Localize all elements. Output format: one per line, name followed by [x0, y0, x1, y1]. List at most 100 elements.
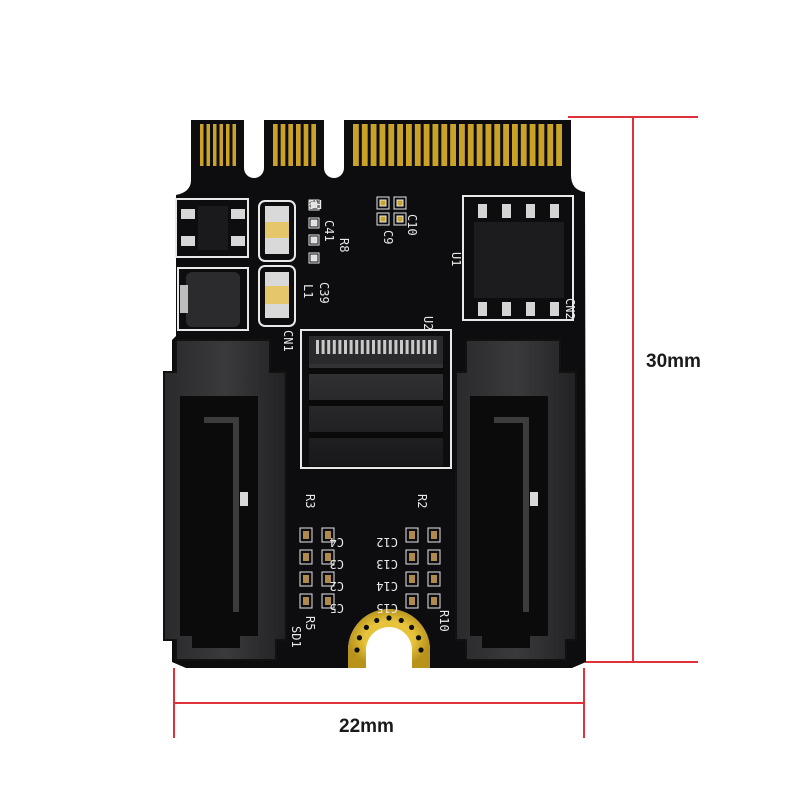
- gold-finger: [414, 124, 421, 166]
- ring-via: [354, 647, 360, 653]
- ring-via: [356, 635, 363, 641]
- smd-pad-outline: [299, 549, 313, 565]
- silk-c5: C5: [330, 601, 344, 615]
- chip-pin: [428, 340, 431, 354]
- chip-pin: [411, 340, 415, 354]
- smd-pad-outline: [321, 571, 335, 587]
- gold-finger: [450, 124, 456, 166]
- silk-c4: C4: [330, 535, 344, 549]
- silk-u2: U2: [421, 316, 435, 330]
- smd-capacitors-lower: [299, 527, 441, 609]
- ring-via: [418, 647, 424, 653]
- gold-finger: [296, 124, 301, 166]
- silk-r5: R5: [303, 616, 317, 630]
- gold-finger: [232, 124, 236, 166]
- silk-c12: C12: [376, 535, 398, 549]
- smd-pad-outline: [427, 593, 441, 609]
- chip-pin: [377, 340, 381, 354]
- gold-finger: [213, 124, 217, 166]
- gold-finger: [547, 124, 554, 166]
- ring-via: [386, 615, 392, 621]
- gold-finger: [280, 124, 286, 166]
- sata-connector-right: [455, 339, 577, 661]
- silk-r3: R3: [303, 494, 317, 508]
- gold-fingers: [200, 124, 562, 166]
- smd-pad-outline: [321, 549, 335, 565]
- chip-pin: [433, 340, 437, 354]
- silk-c39: C39: [317, 282, 331, 304]
- gold-finger: [494, 124, 501, 166]
- ring-via: [398, 617, 404, 624]
- gold-finger: [423, 124, 430, 166]
- smd-pad-outline: [321, 593, 335, 609]
- gold-finger: [441, 124, 448, 166]
- silk-c13: C13: [376, 557, 398, 571]
- smd-pad-outline: [405, 527, 419, 543]
- chip-pin: [344, 340, 347, 354]
- gold-finger: [273, 124, 278, 166]
- chip-pin: [316, 340, 319, 354]
- smd-capacitor: [325, 553, 331, 561]
- gold-finger: [538, 124, 545, 166]
- chip-pin: [416, 340, 420, 354]
- gold-finger: [556, 124, 562, 166]
- gold-finger: [476, 124, 483, 166]
- gold-finger: [361, 124, 368, 166]
- silk-c10: C10: [405, 214, 419, 236]
- smd-capacitor: [303, 597, 309, 605]
- smd-pads-c9-c10: [376, 196, 407, 226]
- silk-u1: U1: [449, 252, 463, 266]
- silk-c3: C3: [330, 557, 344, 571]
- silk-l1: L1: [301, 284, 315, 298]
- gold-finger: [432, 124, 439, 166]
- chip-pin: [405, 340, 409, 354]
- ring-via: [374, 617, 380, 624]
- smd-capacitor: [431, 553, 437, 561]
- gold-finger: [512, 124, 518, 166]
- chip-pin: [327, 340, 331, 354]
- chip-pin: [372, 340, 375, 354]
- smd-capacitor: [409, 597, 415, 605]
- smd-pad-outline: [427, 549, 441, 565]
- chip-pin: [366, 340, 370, 354]
- sata-connector-left: [163, 339, 287, 661]
- ring-via: [409, 624, 415, 630]
- chip-pin: [383, 340, 387, 354]
- silk-cn1: CN1: [281, 330, 295, 352]
- gold-finger: [206, 124, 210, 166]
- silk-c2: C2: [330, 579, 344, 593]
- silk-r8: R8: [337, 238, 351, 252]
- capacitor-c41: [258, 200, 296, 262]
- smd-pads-r9-r8: [308, 199, 320, 264]
- silk-c41: C41: [322, 220, 336, 242]
- silk-r10: R10: [437, 610, 451, 632]
- chip-pin: [400, 340, 403, 354]
- smd-capacitor: [409, 531, 415, 539]
- gold-finger: [353, 124, 359, 166]
- silk-c9: C9: [381, 230, 395, 244]
- smd-capacitor: [431, 597, 437, 605]
- width-dimension-label: 22mm: [339, 716, 394, 737]
- chip-pin: [422, 340, 426, 354]
- chip-pin: [394, 340, 398, 354]
- smd-pad-outline: [405, 593, 419, 609]
- chip-pin: [388, 340, 392, 354]
- gold-finger: [485, 124, 492, 166]
- smd-pad-outline: [405, 549, 419, 565]
- smd-capacitor: [409, 575, 415, 583]
- smd-capacitor: [303, 531, 309, 539]
- smd-pad-outline: [299, 571, 313, 587]
- chip-pin: [360, 340, 364, 354]
- silk-c14: C14: [376, 579, 398, 593]
- smd-pad-outline: [299, 593, 313, 609]
- u2-controller-heatsink: [300, 329, 452, 469]
- smd-capacitor: [303, 575, 309, 583]
- gold-finger: [529, 124, 536, 166]
- dimension-lines: [173, 116, 698, 738]
- chip-pin: [355, 340, 359, 354]
- u1-chip: [462, 195, 574, 321]
- gold-finger: [388, 124, 395, 166]
- smd-pad-outline: [299, 527, 313, 543]
- smd-capacitor: [325, 531, 331, 539]
